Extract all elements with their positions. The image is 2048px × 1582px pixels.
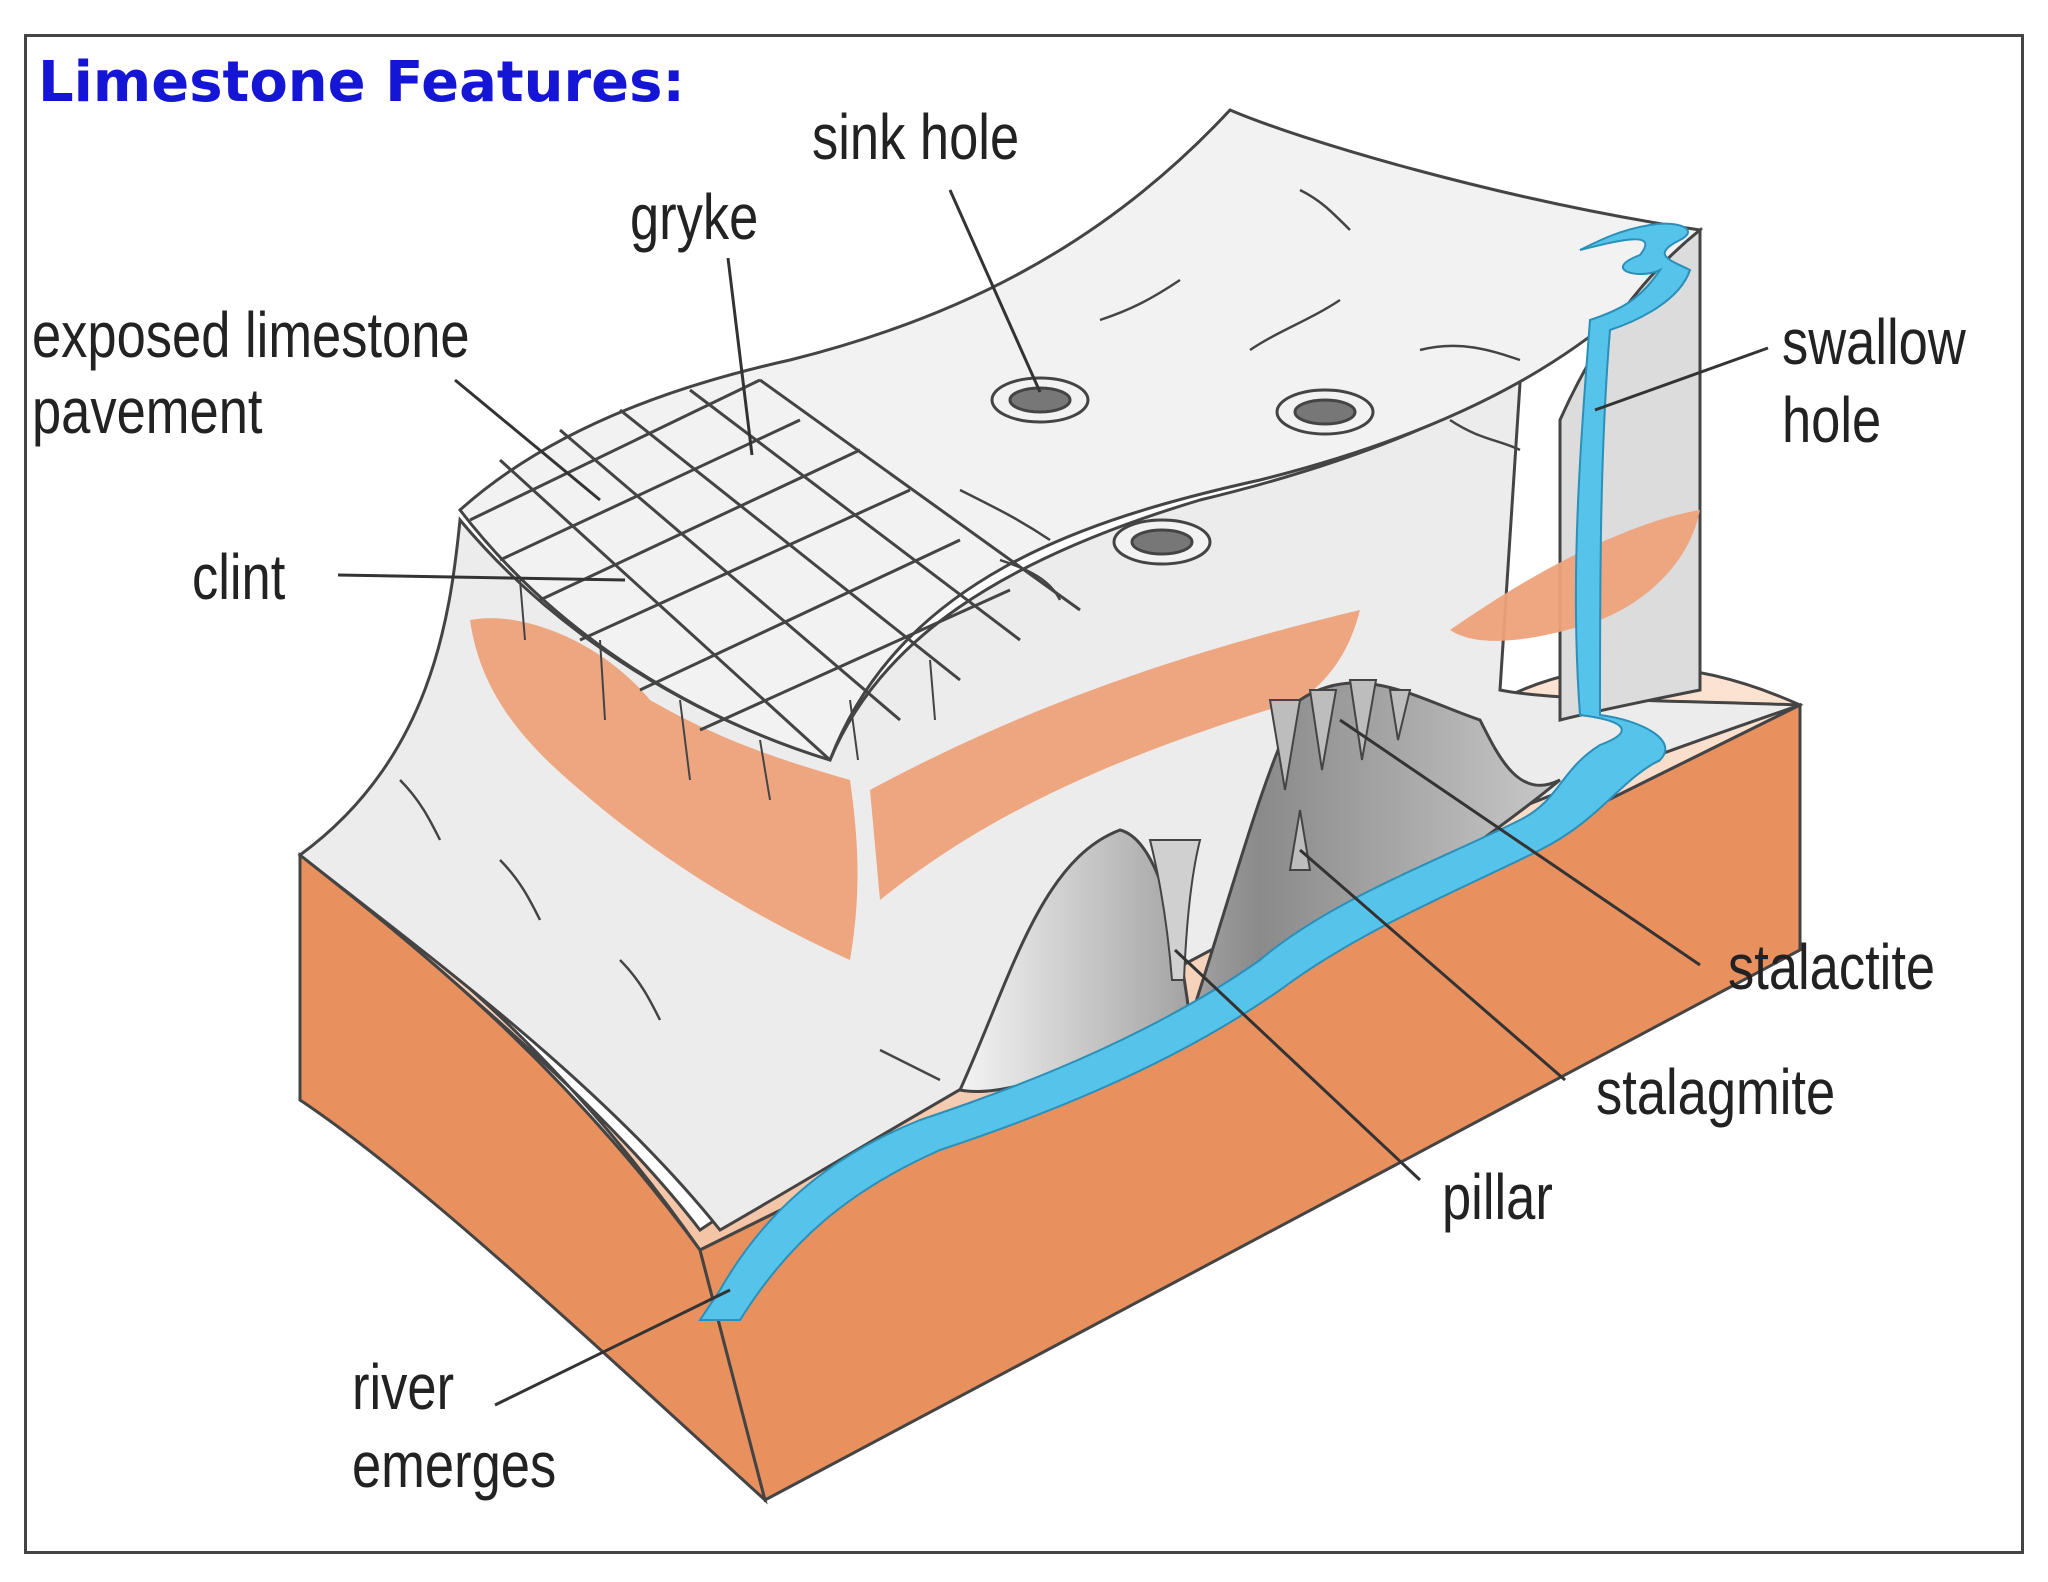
- label-stalactite: stalactite: [1728, 931, 1936, 1003]
- label-sink-hole: sink hole: [812, 101, 1020, 173]
- leader-lines: [337, 189, 1769, 1407]
- label-pillar: pillar: [1442, 1161, 1553, 1233]
- sink-holes: [990, 376, 1375, 566]
- label-stalagmite: stalagmite: [1596, 1056, 1836, 1128]
- label-exposed-limestone: exposed limestone: [32, 299, 470, 371]
- label-gryke: gryke: [630, 181, 759, 253]
- label-hole: hole: [1782, 384, 1882, 456]
- label-pavement: pavement: [32, 375, 263, 447]
- label-swallow: swallow: [1782, 306, 1966, 378]
- rock-band-left: [470, 618, 858, 960]
- label-emerges: emerges: [352, 1429, 557, 1501]
- gryke-fissures: [519, 579, 936, 801]
- pillar-shape: [1148, 839, 1202, 981]
- label-river: river: [352, 1351, 455, 1423]
- stalactites: [1268, 679, 1412, 791]
- pavement-grid: [469, 378, 1081, 762]
- diagram-title: Limestone Features:: [38, 50, 685, 115]
- label-clint: clint: [192, 541, 286, 613]
- rock-band-middle: [870, 610, 1360, 900]
- rock-band-right: [1450, 510, 1700, 641]
